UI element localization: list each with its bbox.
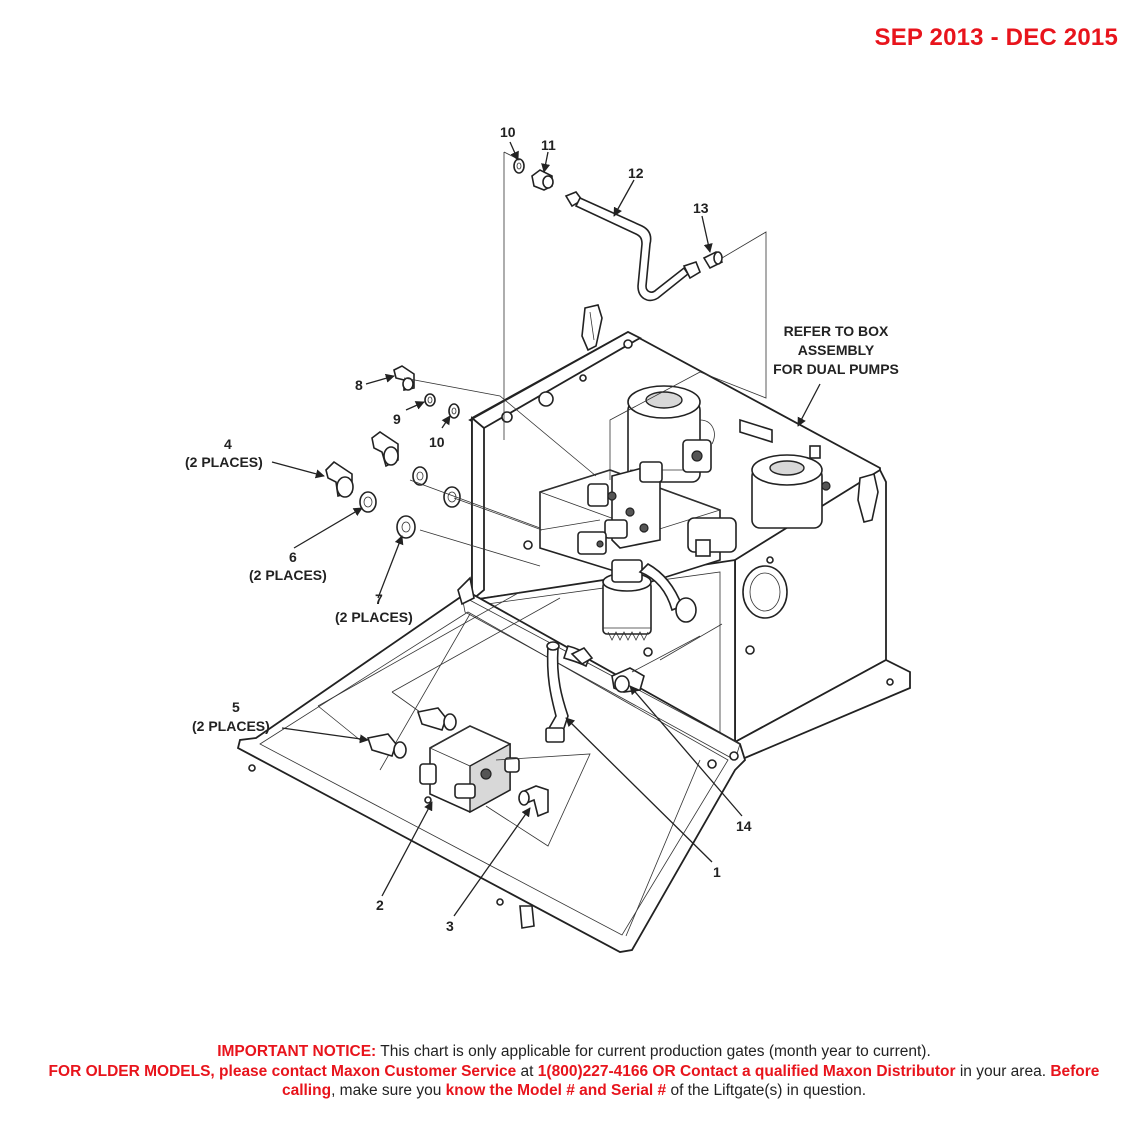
important-notice: IMPORTANT NOTICE: This chart is only app…: [40, 1042, 1108, 1101]
callout-3: 3: [446, 918, 454, 934]
callout-7: 7: [375, 591, 383, 607]
callout-12: 12: [628, 165, 644, 181]
notice-older-models: FOR OLDER MODELS, please contact Maxon C…: [48, 1062, 517, 1080]
leader-11: [541, 151, 551, 173]
item-10-washer-upper: [513, 158, 525, 174]
item-13-fitting: [702, 250, 724, 270]
notice-phone: 1(800)227-4166 OR Contact a qualified Ma…: [537, 1062, 956, 1080]
leader-5: [281, 727, 369, 744]
callout-9: 9: [393, 411, 401, 427]
refer-note-line-3: FOR DUAL PUMPS: [773, 361, 899, 377]
leader-1: [565, 717, 713, 863]
date-range-title: SEP 2013 - DEC 2015: [874, 24, 1118, 51]
callout-6-note: (2 PLACES): [249, 567, 327, 583]
callout-7-note: (2 PLACES): [335, 609, 413, 625]
leader-14: [629, 685, 743, 817]
notice-tail: of the Liftgate(s) in question.: [666, 1082, 867, 1099]
refer-note-line-2: ASSEMBLY: [798, 342, 875, 358]
item-6-nuts: [359, 466, 428, 513]
leader-6: [293, 507, 363, 549]
leader-3: [453, 807, 531, 917]
notice-at: at: [516, 1062, 538, 1080]
notice-before-calling: Before calling: [281, 1062, 1100, 1100]
item-4-elbow-fittings: [325, 431, 399, 498]
notice-in-area: in your area.: [955, 1062, 1051, 1080]
leader-12: [613, 179, 635, 217]
notice-label: IMPORTANT NOTICE:: [217, 1043, 377, 1060]
callout-4-note: (2 PLACES): [185, 454, 263, 470]
manifold-block: [523, 461, 737, 583]
item-10-washer-lower: [448, 403, 460, 419]
filter-canister: [602, 559, 697, 657]
item-3-elbow-fitting: [518, 785, 549, 818]
item-5-fittings: [366, 707, 457, 759]
leader-4: [271, 461, 325, 479]
leader-7: [377, 535, 404, 599]
notice-know-model: know the Model # and Serial #: [445, 1082, 667, 1099]
callout-14: 14: [736, 818, 752, 834]
callout-5: 5: [232, 699, 240, 715]
leader-8: [365, 373, 395, 385]
notice-text: This chart is only applicable for curren…: [376, 1043, 931, 1060]
item-7-washers: [396, 486, 461, 539]
callout-1: 1: [713, 864, 721, 880]
item-1-hose: [545, 641, 591, 743]
refer-note-line-1: REFER TO BOX: [784, 323, 889, 339]
leader-2: [381, 801, 433, 897]
callout-11: 11: [541, 137, 556, 153]
notice-make-sure: , make sure you: [331, 1082, 446, 1099]
explosion-lines: [317, 151, 767, 847]
callout-13: 13: [693, 200, 709, 216]
motor-right: [751, 454, 831, 529]
leader-13: [701, 215, 713, 253]
refer-to-box-note: REFER TO BOX ASSEMBLY FOR DUAL PUMPS: [773, 323, 899, 377]
callout-10-lower: 10: [429, 434, 445, 450]
item-11-fitting: [531, 169, 554, 191]
item-12-tube: [564, 191, 701, 302]
leader-10-lower: [441, 415, 451, 429]
callout-6: 6: [289, 549, 297, 565]
callout-4: 4: [224, 436, 232, 452]
leader-refer-note: [797, 383, 821, 427]
callout-8: 8: [355, 377, 363, 393]
leader-lines: [271, 141, 821, 917]
callout-5-note: (2 PLACES): [192, 718, 270, 734]
leader-10-top: [509, 141, 519, 161]
callout-10-top: 10: [500, 124, 516, 140]
leader-9: [405, 401, 425, 411]
item-9-nut: [424, 393, 436, 407]
callout-2: 2: [376, 897, 384, 913]
callout-labels: 10 11 12 13 8 9 10 4 (2 PLACES) 6 (2 PLA…: [185, 124, 752, 934]
